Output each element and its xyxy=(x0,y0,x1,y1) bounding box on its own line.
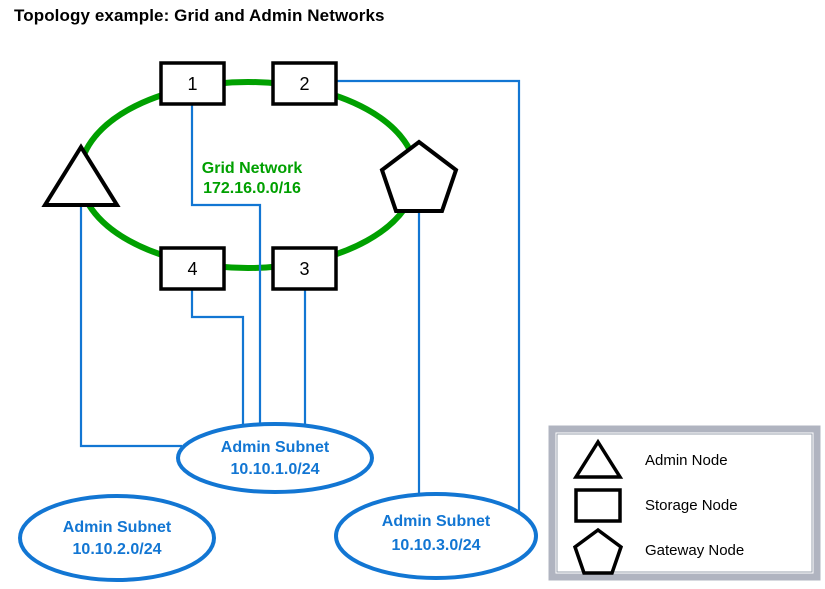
legend-item-admin-node-label: Admin Node xyxy=(645,452,728,469)
link-node1-to-subnet1 xyxy=(190,104,262,430)
pentagon-icon xyxy=(379,139,459,213)
storage-node-4[interactable]: 4 xyxy=(159,246,226,291)
storage-node-4-label: 4 xyxy=(187,259,197,279)
storage-node-2-label: 2 xyxy=(299,74,309,94)
storage-node-1[interactable]: 1 xyxy=(159,61,226,106)
admin-node[interactable] xyxy=(41,143,121,207)
triangle-icon xyxy=(572,438,624,479)
admin-subnet-3-cidr: 10.10.3.0/24 xyxy=(392,537,481,554)
admin-subnet-1[interactable]: Admin Subnet 10.10.1.0/24 xyxy=(176,422,374,494)
grid-network-name: Grid Network xyxy=(202,160,303,177)
grid-network-cidr: 172.16.0.0/16 xyxy=(203,180,301,197)
triangle-icon xyxy=(41,143,121,207)
grid-network-label: Grid Network 172.16.0.0/16 xyxy=(202,160,303,197)
storage-nodes: 1 2 3 4 xyxy=(159,61,338,291)
admin-subnet-1-name: Admin Subnet xyxy=(221,439,330,456)
admin-subnet-3[interactable]: Admin Subnet 10.10.3.0/24 xyxy=(334,492,538,580)
gateway-node[interactable] xyxy=(379,139,459,213)
admin-subnet-1-cidr: 10.10.1.0/24 xyxy=(231,461,320,478)
storage-node-3-label: 3 xyxy=(299,259,309,279)
legend: Admin Node Storage Node Gateway Node xyxy=(548,425,821,581)
pentagon-icon xyxy=(572,527,624,575)
admin-subnet-2[interactable]: Admin Subnet 10.10.2.0/24 xyxy=(18,494,216,582)
link-node4-to-subnet1 xyxy=(190,289,245,432)
storage-node-2[interactable]: 2 xyxy=(271,61,338,106)
link-node2-to-subnet3 xyxy=(337,79,521,514)
rectangle-icon xyxy=(574,488,622,523)
legend-item-storage-node-label: Storage Node xyxy=(645,497,738,514)
page-title: Topology example: Grid and Admin Network… xyxy=(14,6,385,25)
storage-node-3[interactable]: 3 xyxy=(271,246,338,291)
legend-item-admin-node: Admin Node xyxy=(572,438,728,479)
legend-item-storage-node: Storage Node xyxy=(574,488,738,523)
admin-network-links xyxy=(79,79,521,514)
storage-node-1-label: 1 xyxy=(187,74,197,94)
admin-subnet-2-cidr: 10.10.2.0/24 xyxy=(73,541,162,558)
legend-item-gateway-node: Gateway Node xyxy=(572,527,744,575)
legend-item-gateway-node-label: Gateway Node xyxy=(645,542,744,559)
admin-subnet-2-name: Admin Subnet xyxy=(63,519,172,536)
admin-subnet-3-name: Admin Subnet xyxy=(382,513,491,530)
admin-subnets: Admin Subnet 10.10.1.0/24 Admin Subnet 1… xyxy=(18,422,538,582)
link-admin-node-to-subnet1 xyxy=(79,205,182,448)
